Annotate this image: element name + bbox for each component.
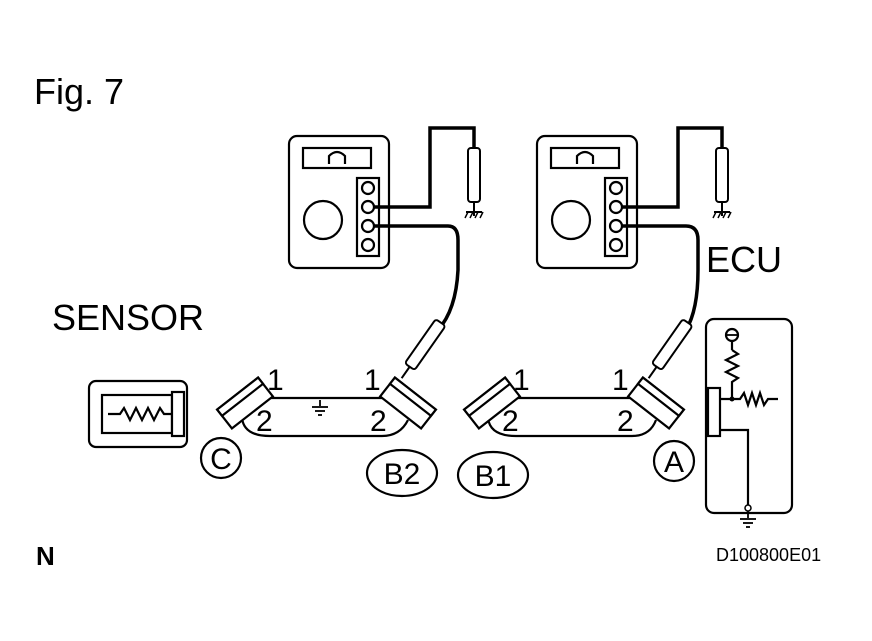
right-ground-probe bbox=[715, 147, 729, 217]
pin-c-1: 1 bbox=[267, 364, 284, 397]
multimeter-right bbox=[535, 134, 639, 270]
right-meter-signal-lead bbox=[622, 224, 700, 331]
pin-a-1: 1 bbox=[612, 364, 629, 397]
connector-c-badge: C bbox=[199, 436, 243, 480]
right-meter-ground-lead bbox=[622, 126, 724, 209]
connector-c-label: C bbox=[210, 443, 232, 476]
left-meter-signal-lead bbox=[374, 224, 460, 332]
pin-a-2: 2 bbox=[617, 405, 634, 438]
pin-b2-2: 2 bbox=[370, 405, 387, 438]
ecu-label: ECU bbox=[706, 239, 782, 280]
pin-c-2: 2 bbox=[256, 405, 273, 438]
harness-left bbox=[215, 375, 438, 438]
right-signal-probe bbox=[642, 318, 694, 383]
ecu-box bbox=[704, 317, 794, 528]
harness-right bbox=[462, 375, 686, 438]
pin-b1-2: 2 bbox=[502, 405, 519, 438]
sensor-label: SENSOR bbox=[52, 297, 204, 338]
figure-title: Fig. 7 bbox=[34, 71, 124, 112]
corner-mark: N bbox=[36, 541, 55, 571]
sensor-body bbox=[87, 379, 189, 449]
connector-b2-label: B2 bbox=[384, 458, 421, 491]
multimeter-left bbox=[287, 134, 391, 270]
left-meter-ground-lead bbox=[374, 126, 476, 209]
connector-b1-badge: B1 bbox=[456, 450, 530, 500]
connector-b1-label: B1 bbox=[475, 460, 512, 493]
pin-b1-1: 1 bbox=[513, 364, 530, 397]
connector-a-badge: A bbox=[652, 439, 696, 483]
figure-code: D100800E01 bbox=[716, 545, 821, 565]
left-ground-probe bbox=[467, 147, 481, 217]
left-signal-probe bbox=[395, 318, 447, 383]
connector-b2-badge: B2 bbox=[365, 448, 439, 498]
connector-a-label: A bbox=[664, 446, 684, 479]
pin-b2-1: 1 bbox=[364, 364, 381, 397]
